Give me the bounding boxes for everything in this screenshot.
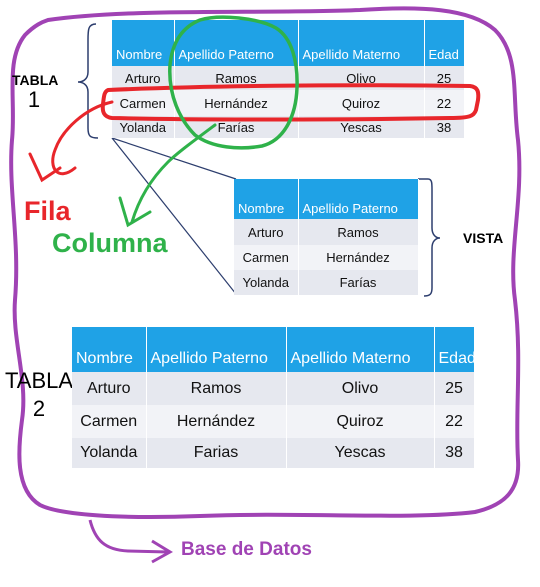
column-header: Nombre	[112, 20, 175, 66]
table-row: Yolanda Farias Yescas 38	[72, 438, 475, 468]
tabla2-header-row: Nombre Apellido Paterno Apellido Materno…	[72, 327, 475, 372]
table-row: Arturo Ramos Olivo 25	[72, 372, 475, 405]
column-header: Apellido Paterno	[174, 20, 299, 66]
fila-arrow	[51, 100, 114, 176]
column-header: Apellido Paterno	[298, 179, 419, 219]
table-row: Carmen Hernández	[234, 245, 419, 270]
table-cell: Yolanda	[234, 270, 299, 295]
vista-table: Nombre Apellido Paterno Arturo Ramos Car…	[234, 179, 419, 295]
table-cell: Yescas	[286, 438, 435, 468]
table-cell: Ramos	[174, 66, 299, 90]
tabla1-header-row: Nombre Apellido Paterno Apellido Materno…	[112, 20, 465, 66]
table-cell: Carmen	[112, 90, 175, 116]
table-cell: Olivo	[286, 372, 435, 405]
column-header: Apellido Paterno	[146, 327, 287, 372]
vista-connector-bottom	[111, 137, 237, 295]
table-row: Yolanda Farías	[234, 270, 419, 295]
table-cell: 22	[434, 405, 475, 438]
table-cell: Hernández	[146, 405, 287, 438]
column-header: Apellido Materno	[286, 327, 435, 372]
table-cell: Ramos	[146, 372, 287, 405]
tabla1-label-word: TABLA	[12, 72, 59, 88]
table-cell: Quiroz	[286, 405, 435, 438]
tabla1-label-number: 1	[27, 87, 41, 112]
table-cell: Hernández	[298, 245, 419, 270]
vista-bracket	[418, 178, 441, 297]
vista-label: VISTA	[463, 230, 504, 246]
columna-label: Columna	[52, 228, 168, 258]
table-cell: 38	[424, 116, 465, 138]
tabla2: Nombre Apellido Paterno Apellido Materno…	[72, 327, 475, 468]
column-header: Edad	[424, 20, 465, 66]
vista-header-row: Nombre Apellido Paterno	[234, 179, 419, 219]
table-cell: Farías	[298, 270, 419, 295]
table-cell: Yolanda	[72, 438, 147, 468]
fila-label: Fila	[24, 196, 71, 226]
table-cell: Quiroz	[298, 90, 425, 116]
table-cell: Farias	[146, 438, 287, 468]
columna-arrow	[130, 123, 217, 224]
table-cell: Yolanda	[112, 116, 175, 138]
table-row: Carmen Hernández Quiroz 22	[72, 405, 475, 438]
database-arrow	[88, 519, 169, 554]
base-de-datos-label: Base de Datos	[181, 539, 312, 560]
table-cell: Farías	[174, 116, 299, 138]
table-cell: Olivo	[298, 66, 425, 90]
fila-arrowhead	[28, 152, 62, 183]
table-row: Arturo Ramos Olivo 25	[112, 66, 465, 90]
vista-connector-top	[111, 137, 237, 180]
table-cell: Arturo	[234, 219, 299, 245]
table-cell: 25	[424, 66, 465, 90]
column-header: Nombre	[234, 179, 299, 219]
table-cell: Arturo	[112, 66, 175, 90]
table-row: Yolanda Farías Yescas 38	[112, 116, 465, 138]
table-cell: Arturo	[72, 372, 147, 405]
table-cell: Carmen	[234, 245, 299, 270]
database-arrowhead	[151, 539, 173, 564]
table-cell: 25	[434, 372, 475, 405]
table-cell: Yescas	[298, 116, 425, 138]
column-header: Apellido Materno	[298, 20, 425, 66]
table-cell: Ramos	[298, 219, 419, 245]
tabla2-label: TABLA 2	[4, 368, 74, 424]
columna-arrowhead	[118, 196, 152, 228]
table-cell: 38	[434, 438, 475, 468]
column-header: Nombre	[72, 327, 147, 372]
table-cell: Hernández	[174, 90, 299, 116]
tabla2-label-number: 2	[32, 396, 46, 421]
table-row: Carmen Hernández Quiroz 22	[112, 90, 465, 116]
table-cell: 22	[424, 90, 465, 116]
table-row: Arturo Ramos	[234, 219, 419, 245]
tabla2-label-word: TABLA	[4, 368, 74, 393]
tabla1-bracket	[77, 23, 99, 139]
table-cell: Carmen	[72, 405, 147, 438]
tabla1: Nombre Apellido Paterno Apellido Materno…	[112, 20, 465, 138]
column-header: Edad	[434, 327, 475, 372]
tabla1-label: TABLA 1	[12, 72, 59, 112]
